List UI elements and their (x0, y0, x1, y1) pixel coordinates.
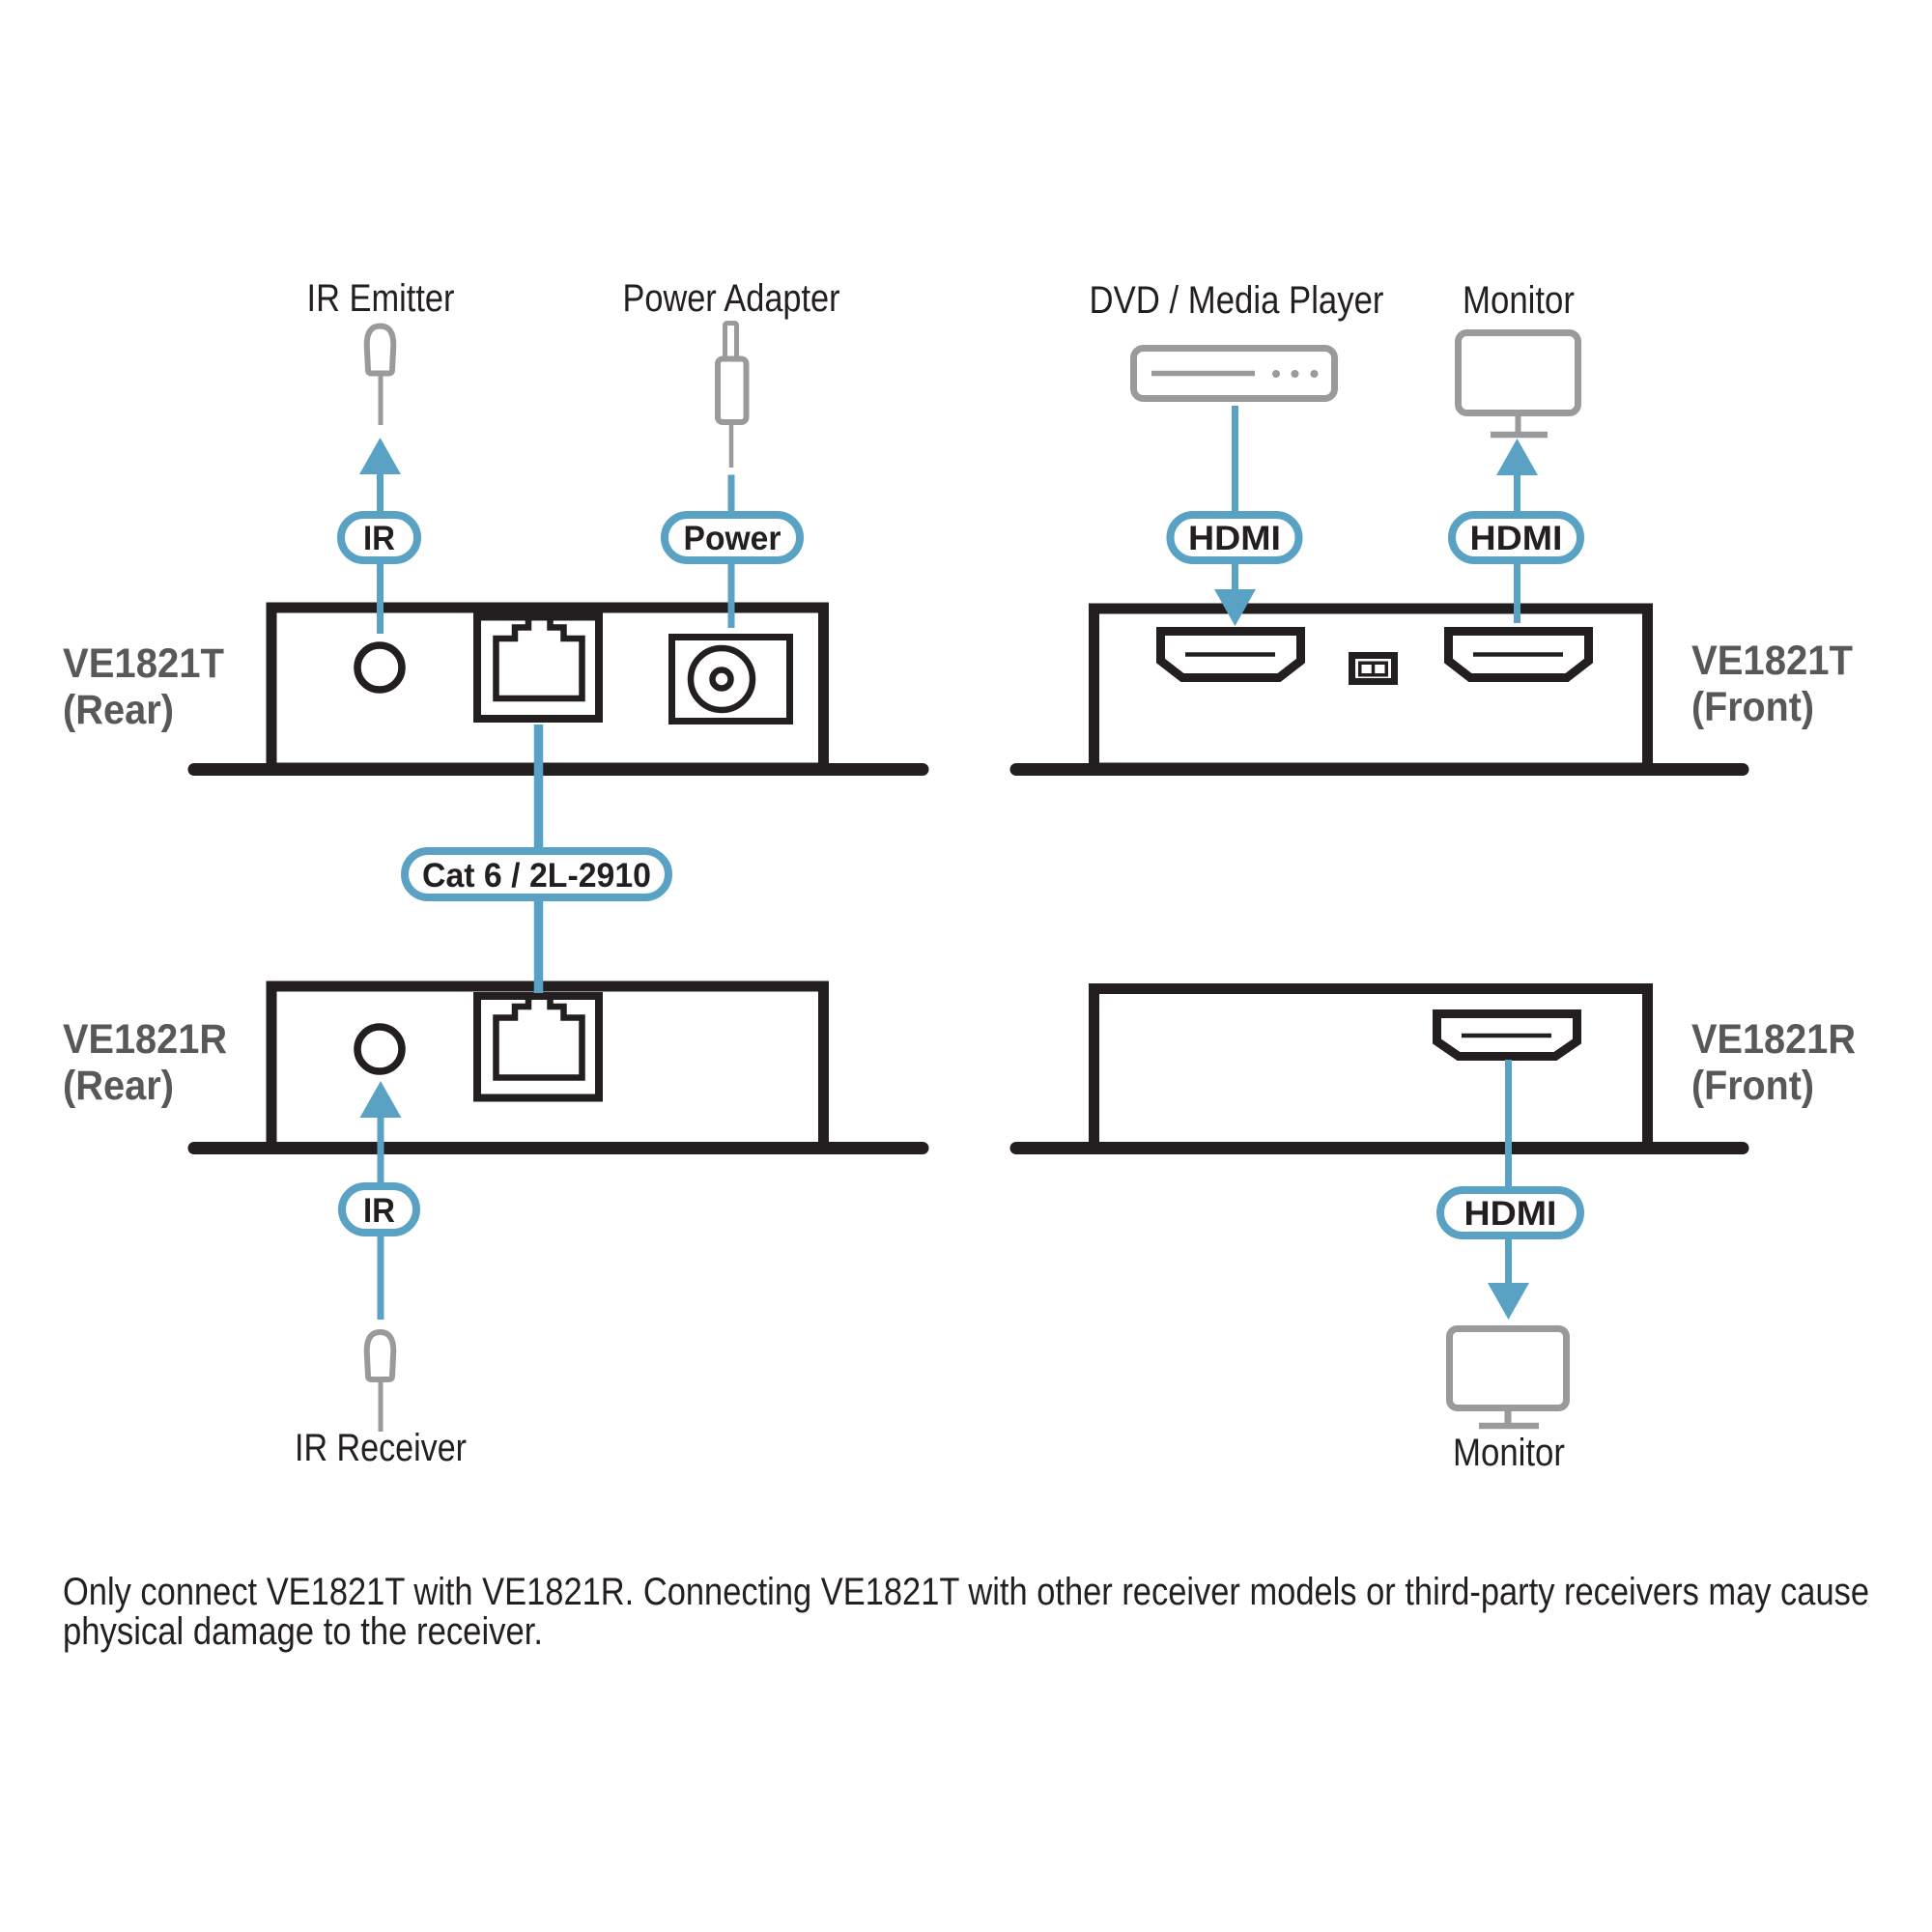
svg-text:VE1821T: VE1821T (1691, 638, 1853, 684)
svg-text:HDMI: HDMI (1470, 520, 1563, 557)
svg-text:IR: IR (363, 1192, 395, 1230)
svg-text:DVD / Media Player: DVD / Media Player (1090, 279, 1384, 322)
svg-text:(Rear): (Rear) (63, 1063, 174, 1109)
svg-text:(Rear): (Rear) (63, 687, 174, 733)
svg-text:(Front): (Front) (1691, 1063, 1814, 1109)
svg-text:Power Adapter: Power Adapter (623, 277, 840, 320)
svg-text:VE1821T: VE1821T (63, 640, 224, 687)
svg-text:IR: IR (363, 520, 395, 557)
svg-text:Monitor: Monitor (1453, 1432, 1565, 1474)
svg-text:physical damage to the receive: physical damage to the receiver. (63, 1610, 543, 1653)
svg-text:Power: Power (684, 520, 781, 557)
svg-text:HDMI: HDMI (1188, 520, 1281, 557)
svg-text:IR Receiver: IR Receiver (295, 1427, 467, 1469)
svg-text:Only connect VE1821T with VE18: Only connect VE1821T with VE1821R. Conne… (63, 1571, 1869, 1613)
svg-text:VE1821R: VE1821R (63, 1016, 227, 1063)
svg-text:VE1821R: VE1821R (1691, 1016, 1856, 1063)
svg-text:HDMI: HDMI (1464, 1195, 1557, 1233)
svg-text:Monitor: Monitor (1463, 279, 1575, 322)
svg-text:(Front): (Front) (1691, 684, 1814, 730)
svg-text:IR Emitter: IR Emitter (307, 277, 455, 320)
svg-text:Cat 6 / 2L-2910: Cat 6 / 2L-2910 (422, 857, 651, 895)
